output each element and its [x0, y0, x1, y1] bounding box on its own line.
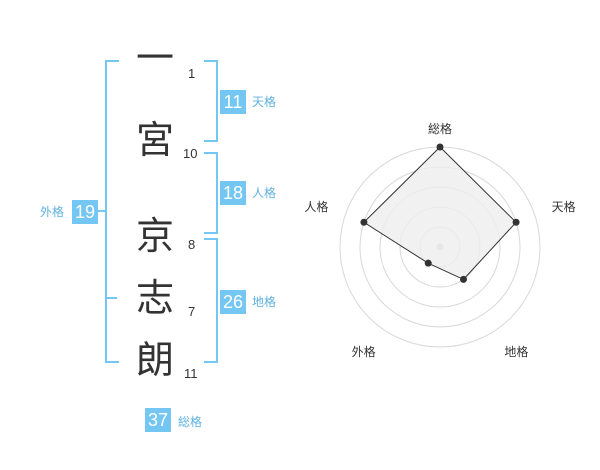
name-char-3: 京 — [135, 214, 174, 258]
jinkaku-label: 人格 — [252, 186, 277, 200]
radar-value-polygon — [363, 146, 517, 281]
gaikaku-inner-tick — [107, 297, 117, 299]
stroke-count-5: 11 — [184, 366, 198, 381]
radar-axis-label: 人格 — [304, 199, 328, 214]
soukaku-value: 37 — [145, 408, 171, 432]
radar-point — [512, 218, 520, 226]
radar-axis-label: 地格 — [504, 344, 528, 359]
stroke-count-4: 7 — [188, 304, 196, 319]
stroke-count-1: 1 — [188, 66, 196, 81]
chikaku-bracket — [204, 238, 218, 363]
radar-axis-label: 総格 — [428, 121, 452, 136]
name-char-5: 朗 — [135, 338, 174, 382]
tenkaku-bracket — [204, 60, 218, 142]
soukaku-label: 総格 — [178, 415, 203, 429]
jinkaku-bracket — [204, 152, 218, 234]
jinkaku-value: 18 — [220, 181, 246, 205]
name-char-4: 志 — [135, 276, 174, 320]
gaikaku-label: 外格 — [40, 205, 65, 219]
radar-axis-label: 天格 — [552, 199, 576, 214]
radar-point — [424, 259, 432, 267]
tenkaku-value: 11 — [220, 90, 246, 114]
radar-point — [436, 143, 444, 151]
radar-axis-label: 外格 — [352, 344, 376, 359]
tenkaku-label: 天格 — [252, 95, 277, 109]
radar-point — [360, 218, 368, 226]
gaikaku-connector — [97, 210, 105, 212]
name-char-1: 一 — [135, 36, 174, 80]
stroke-count-3: 8 — [188, 237, 196, 252]
stroke-count-2: 10 — [183, 146, 198, 161]
chikaku-label: 地格 — [252, 295, 277, 309]
name-char-2: 宮 — [135, 118, 174, 162]
gaikaku-value: 19 — [72, 200, 98, 224]
radar-point — [460, 275, 468, 283]
gaikaku-bracket — [105, 60, 119, 363]
chikaku-value: 26 — [220, 290, 246, 314]
